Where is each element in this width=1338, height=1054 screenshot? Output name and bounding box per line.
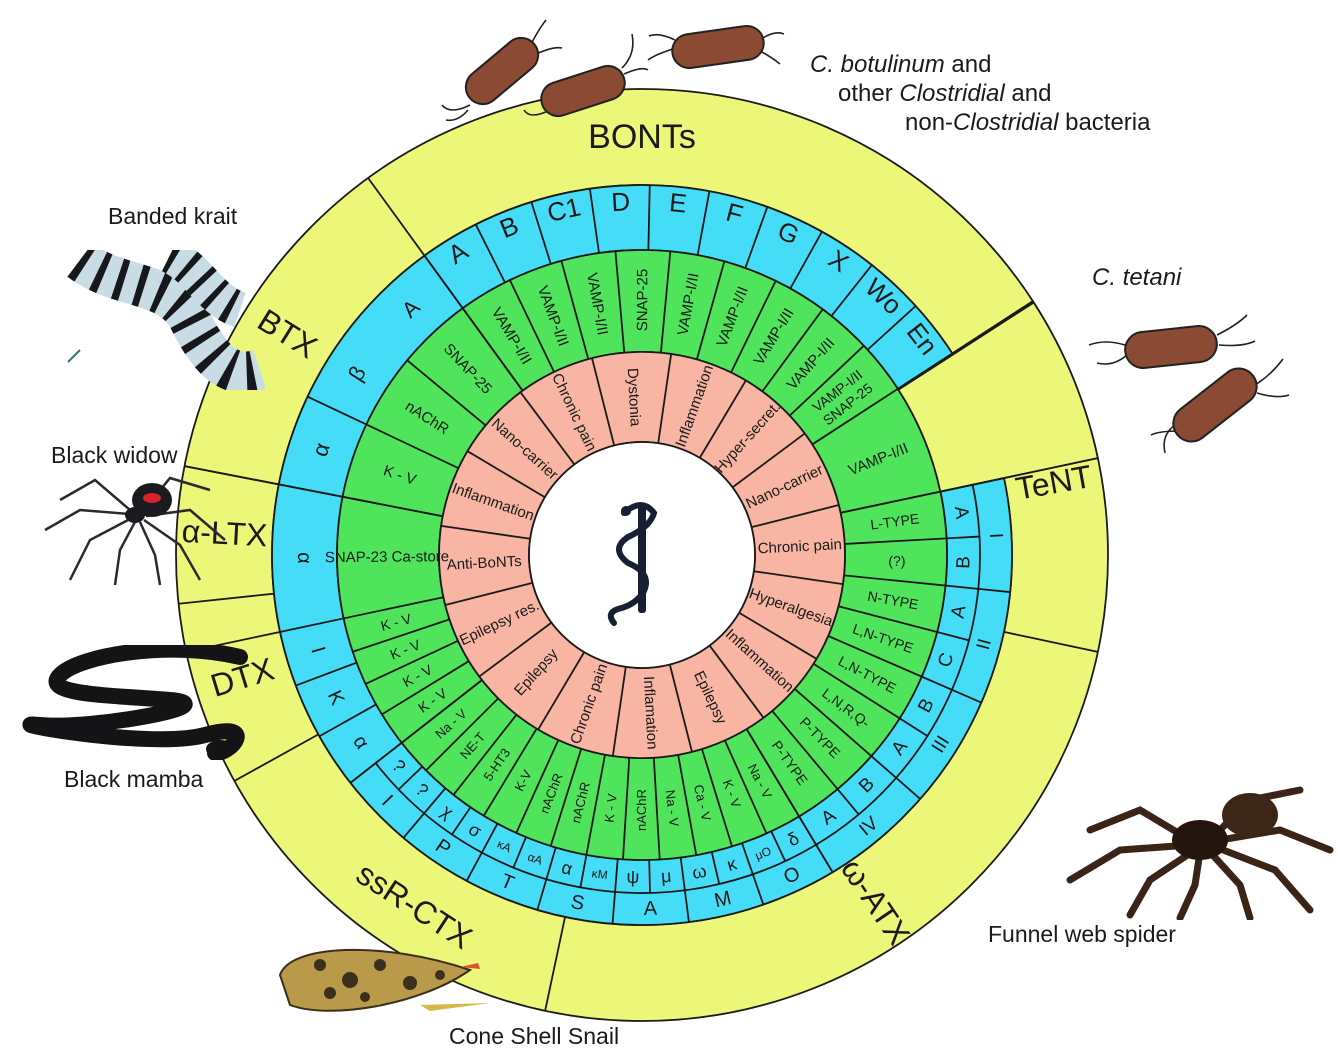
- c-tetani-bacteria-illustration: [1085, 305, 1315, 465]
- ctx-subtype-label: ψ: [626, 867, 639, 887]
- clostridia-label: C. botulinum and other Clostridial and n…: [810, 50, 1150, 137]
- bont-target-label: SNAP-25: [634, 269, 651, 332]
- ctx-subtype-label: κM: [591, 866, 609, 882]
- c-tetani-label: C. tetani: [1092, 264, 1181, 292]
- ltx-subtype-label: α: [293, 552, 315, 564]
- tetani-cell-1: [1123, 324, 1218, 369]
- bacterium-cell-3: [670, 24, 766, 70]
- atx-class-label: I: [985, 532, 1006, 538]
- funnel-web-spider-label: Funnel web spider: [988, 921, 1176, 948]
- cone-shell-snail-label: Cone Shell Snail: [449, 1023, 619, 1050]
- black-mamba-illustration: [20, 645, 250, 760]
- ctx-class-label: A: [643, 898, 658, 920]
- banded-krait-label: Banded krait: [108, 203, 237, 230]
- application-label: Dystonia: [624, 368, 644, 428]
- banded-krait-illustration: [60, 250, 265, 390]
- bacterium-cell-1: [459, 31, 545, 111]
- bont-subtype-label: D: [610, 186, 631, 217]
- cone-shell-snail-illustration: [270, 935, 500, 1025]
- black-widow-illustration: [40, 470, 230, 590]
- black-mamba-label: Black mamba: [64, 766, 203, 793]
- spider-body: [1172, 820, 1228, 860]
- atx-target-label: (?): [888, 553, 905, 569]
- black-widow-label: Black widow: [51, 442, 178, 469]
- mamba-head: [206, 740, 234, 758]
- ltx-target-label: SNAP-23 Ca-store: [325, 548, 449, 566]
- bacterium-cell-2: [537, 62, 629, 121]
- bont-subtype-label: E: [668, 187, 688, 219]
- funnel-web-spider-illustration: [1050, 770, 1338, 920]
- ctx-target-label: nAChR: [634, 789, 649, 831]
- clostridia-bacteria-illustration: [410, 10, 800, 130]
- ctx-subtype-label: μ: [660, 866, 672, 887]
- tetani-cell-2: [1166, 361, 1264, 448]
- atx-subtype-label: B: [953, 556, 974, 569]
